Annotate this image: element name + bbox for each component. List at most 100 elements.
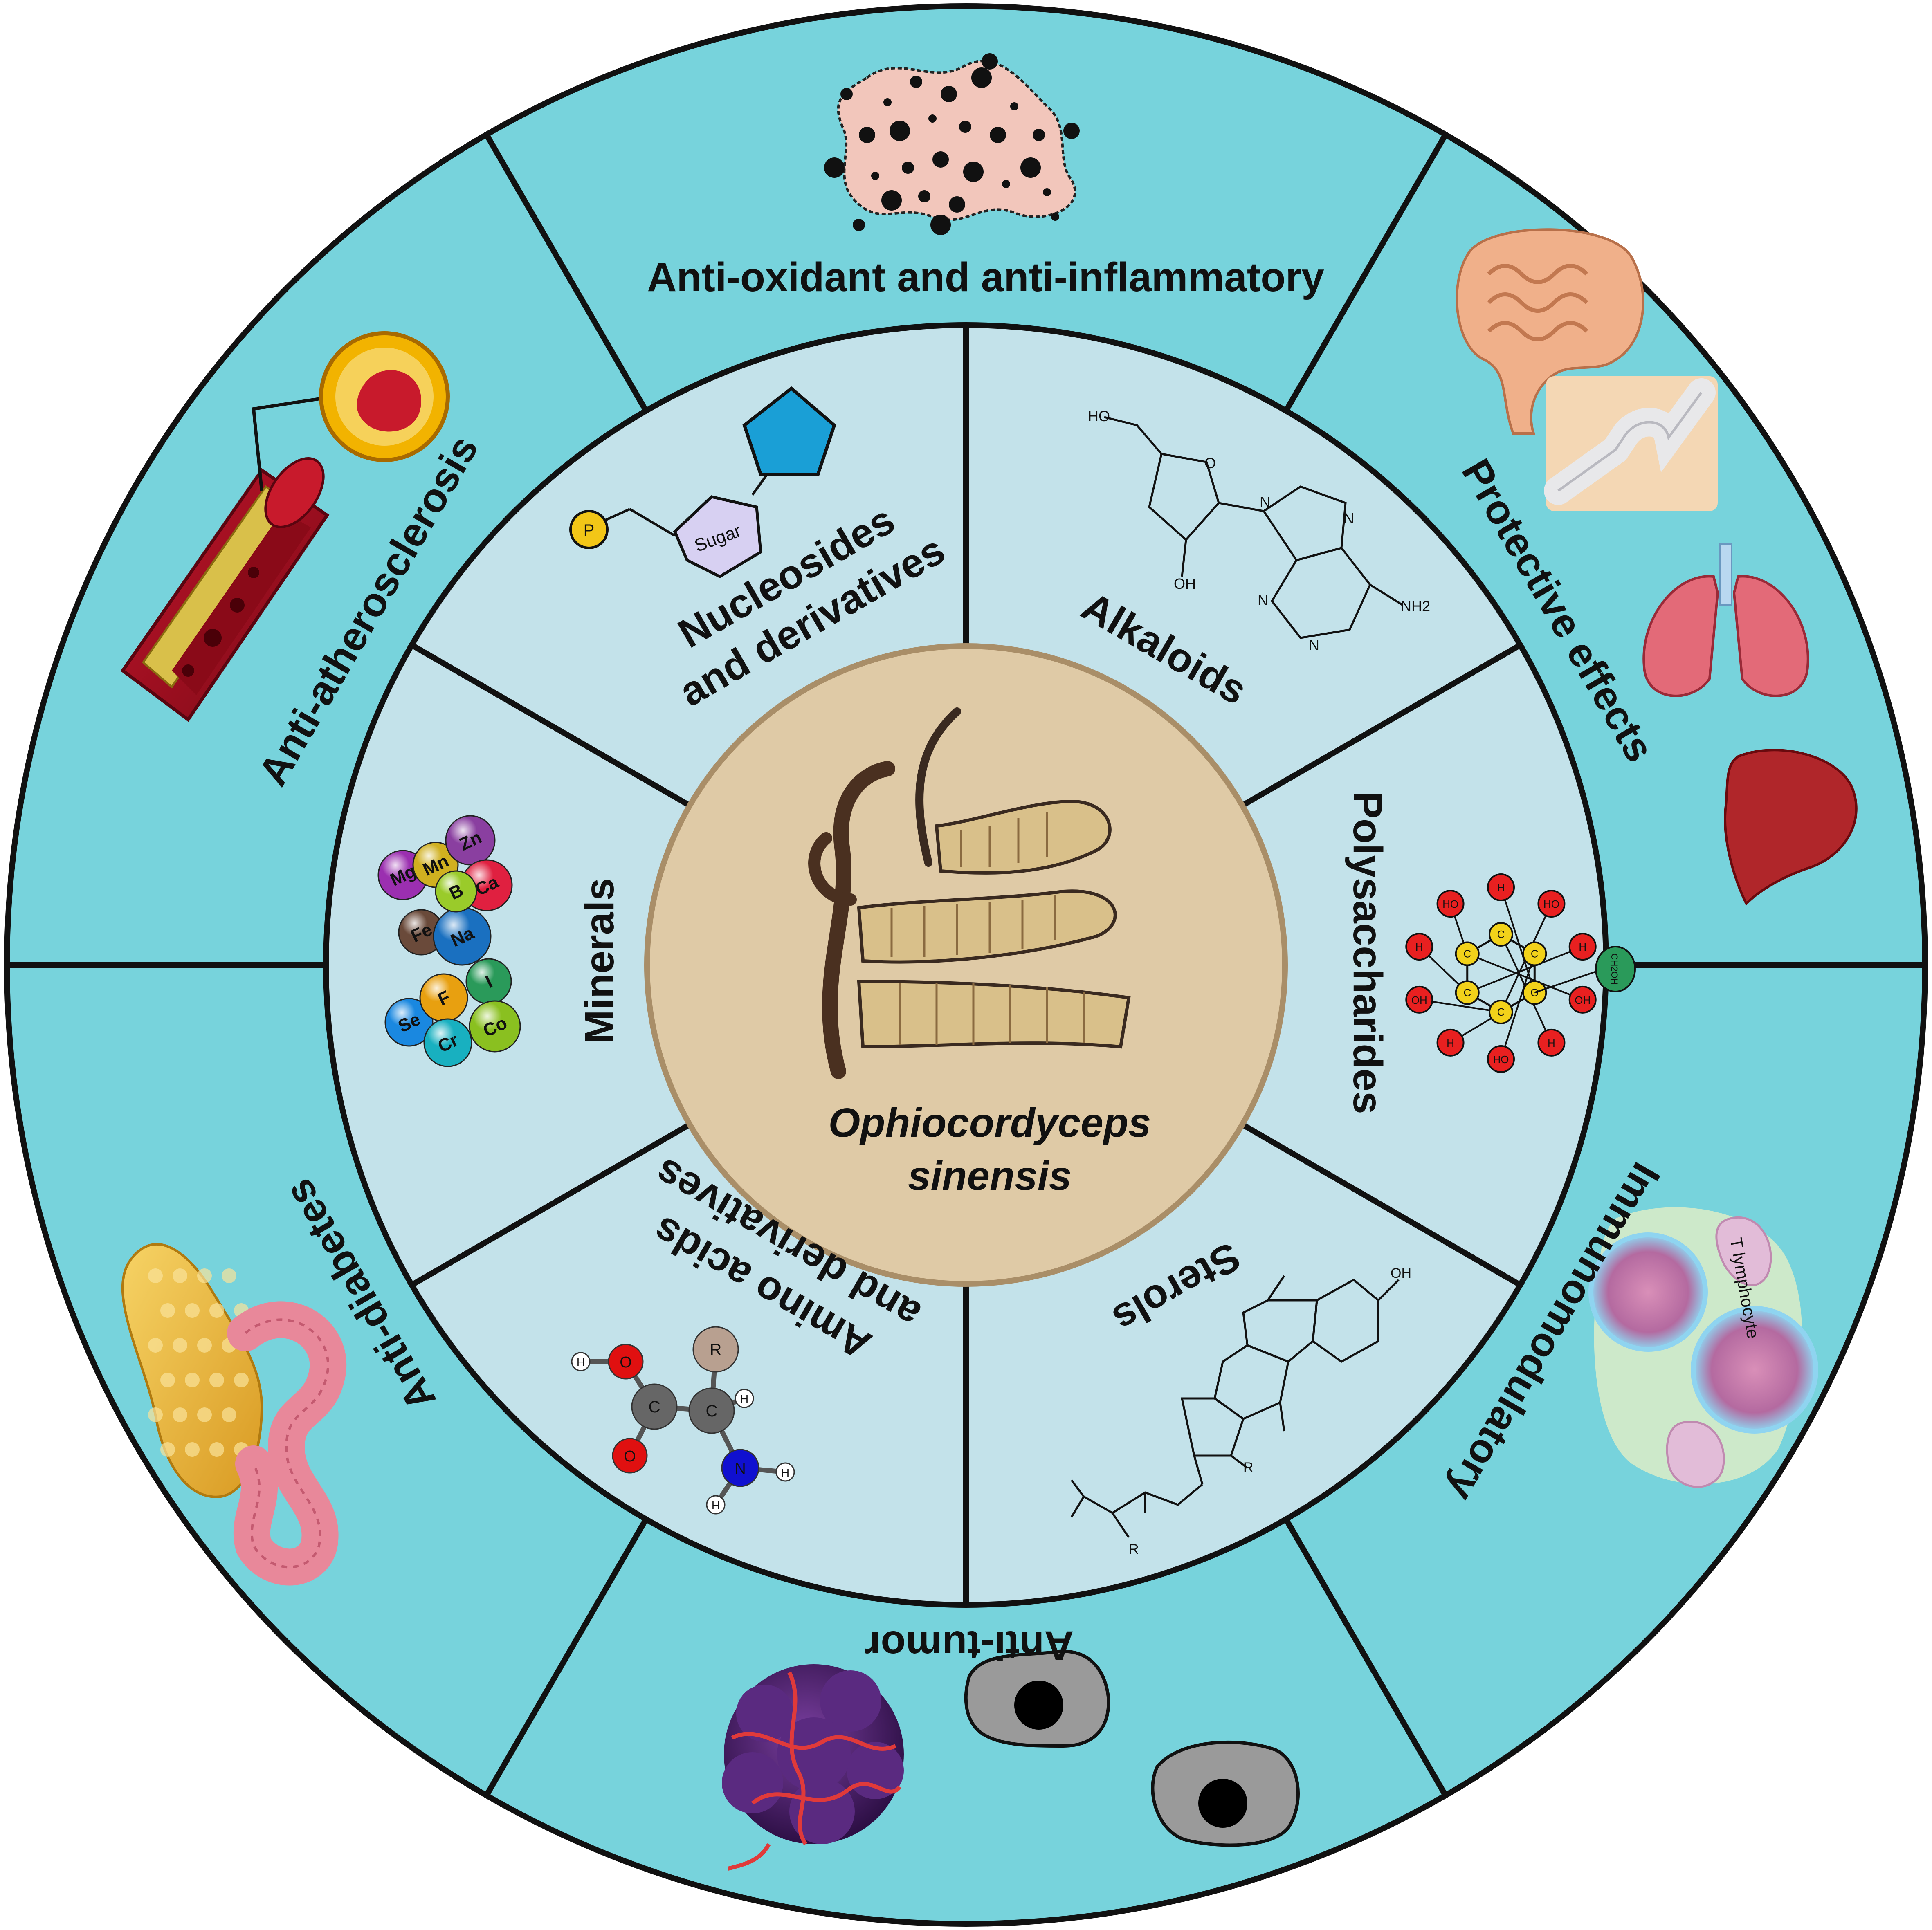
particle-dot xyxy=(918,190,930,202)
poly-outer-atom-label: OH xyxy=(1411,994,1427,1006)
amino-acid-structure-icon xyxy=(571,1326,795,1515)
svg-text:R: R xyxy=(710,1341,722,1359)
svg-text:O: O xyxy=(620,1354,632,1371)
pancreas-lobule xyxy=(148,1268,163,1283)
effect-label-anti-oxidant: Anti-oxidant and anti-inflammatory xyxy=(647,254,1324,300)
particle-dot xyxy=(1051,213,1059,221)
sterol-atom-labels: OH R R xyxy=(1129,1266,1411,1557)
pancreas-lobule xyxy=(185,1303,200,1318)
poly-ch2oh-label: CH2OH xyxy=(1609,953,1620,985)
poly-ring-atom-label: C xyxy=(1531,948,1539,960)
sterol-structure-icon xyxy=(1070,1275,1400,1538)
pancreas-icon xyxy=(121,1243,346,1586)
artery-plaque-icon xyxy=(120,331,450,722)
svg-text:N: N xyxy=(1309,637,1319,653)
phosphate-label: P xyxy=(584,521,595,539)
svg-text:N: N xyxy=(1343,510,1354,527)
component-label-polysaccharides: Polysaccharides xyxy=(1345,791,1391,1114)
pancreas-lobule xyxy=(160,1303,175,1318)
poly-ring-atom xyxy=(1522,941,1547,966)
pancreas-lobule xyxy=(197,1268,212,1283)
poly-outer-atom xyxy=(1487,1045,1515,1073)
liver-icon xyxy=(1724,749,1858,906)
component-label-minerals: Minerals xyxy=(577,878,622,1044)
particle-dot xyxy=(930,215,951,235)
poly-outer-atom xyxy=(1537,1028,1566,1057)
particle-dot xyxy=(928,114,937,123)
effect-label-anti-tumor: Anti-tumor xyxy=(865,1623,1074,1668)
particle-dot xyxy=(871,172,879,180)
pancreas-lobule xyxy=(222,1407,236,1422)
pancreas-lobule xyxy=(197,1338,212,1353)
particle-dot xyxy=(932,151,949,168)
particle-dot xyxy=(1063,123,1080,139)
pancreas-lobule xyxy=(160,1373,175,1387)
nucleoside-structure-icon: P Sugar xyxy=(569,386,836,578)
svg-text:N: N xyxy=(1258,592,1268,608)
poly-ring-atom xyxy=(1455,941,1480,966)
inner-divider-line xyxy=(410,1122,692,1288)
pancreas-lobule xyxy=(185,1373,200,1387)
poly-outer-atom xyxy=(1568,933,1597,961)
center-circle xyxy=(644,643,1288,1287)
poly-outer-atom-label: HO xyxy=(1493,1053,1509,1066)
svg-text:R: R xyxy=(1243,1460,1254,1475)
outer-divider-line xyxy=(484,1517,649,1797)
lungs-icon xyxy=(1642,543,1809,697)
apoptotic-cell-icon-2 xyxy=(1151,1741,1300,1847)
poly-outer-atom xyxy=(1537,890,1566,918)
svg-text:OH: OH xyxy=(1391,1266,1411,1281)
pancreas-lobule xyxy=(148,1407,163,1422)
particle-dot xyxy=(902,162,914,174)
lymphocyte-icon: T lymphocyte xyxy=(1588,1207,1818,1488)
poly-outer-atom-label: H xyxy=(1447,1037,1454,1049)
svg-text:N: N xyxy=(735,1460,746,1477)
poly-outer-atom-label: OH xyxy=(1575,994,1591,1006)
pancreas-lobule xyxy=(209,1303,224,1318)
particle-dot xyxy=(910,76,922,88)
poly-outer-atom xyxy=(1405,985,1433,1014)
svg-text:R: R xyxy=(1129,1542,1139,1557)
tumor-icon xyxy=(722,1664,904,1871)
poly-outer-atom-label: H xyxy=(1548,1037,1555,1049)
pancreas-lobule xyxy=(173,1407,187,1422)
pancreas-lobule xyxy=(148,1338,163,1353)
intestine-icon xyxy=(1456,228,1644,435)
poly-outer-atom-label: HO xyxy=(1543,898,1559,910)
particle-dot xyxy=(859,127,875,143)
particle-dot xyxy=(1020,157,1041,178)
pancreas-lobule xyxy=(197,1407,212,1422)
center-label-line1: Ophiocordyceps xyxy=(828,1100,1151,1146)
svg-text:N: N xyxy=(1260,494,1270,510)
svg-text:H: H xyxy=(577,1356,585,1369)
particle-dot xyxy=(982,53,998,70)
poly-outer-atom xyxy=(1405,933,1433,961)
inner-divider-line xyxy=(1240,642,1522,808)
outer-divider-line xyxy=(484,133,649,413)
particle-dot xyxy=(881,190,902,211)
oxidative-particles-icon xyxy=(824,53,1080,235)
alkaloid-structure-icon xyxy=(1104,416,1404,639)
svg-text:OH: OH xyxy=(1174,575,1196,592)
particle-dot xyxy=(890,121,910,141)
particle-dot xyxy=(971,67,992,88)
poly-outer-atom-label: HO xyxy=(1442,898,1458,910)
pancreas-lobule xyxy=(234,1373,249,1387)
pancreas-lobule xyxy=(209,1373,224,1387)
poly-outer-atom-label: H xyxy=(1415,941,1423,953)
apoptotic-cell-icon-1 xyxy=(964,1649,1110,1748)
particle-dot xyxy=(840,88,853,100)
pancreas-lobule xyxy=(209,1442,224,1457)
outer-divider-line xyxy=(1283,133,1448,413)
poly-ring-atom xyxy=(1489,922,1513,947)
particle-dot xyxy=(824,157,845,178)
pancreas-lobule xyxy=(173,1338,187,1353)
particle-dot xyxy=(1043,188,1051,196)
poly-ring-atom xyxy=(1489,1000,1513,1024)
svg-text:HO: HO xyxy=(1088,408,1110,424)
svg-text:O: O xyxy=(1204,455,1216,471)
poly-ch2oh-atom xyxy=(1595,946,1636,992)
poly-outer-atom xyxy=(1487,873,1515,901)
